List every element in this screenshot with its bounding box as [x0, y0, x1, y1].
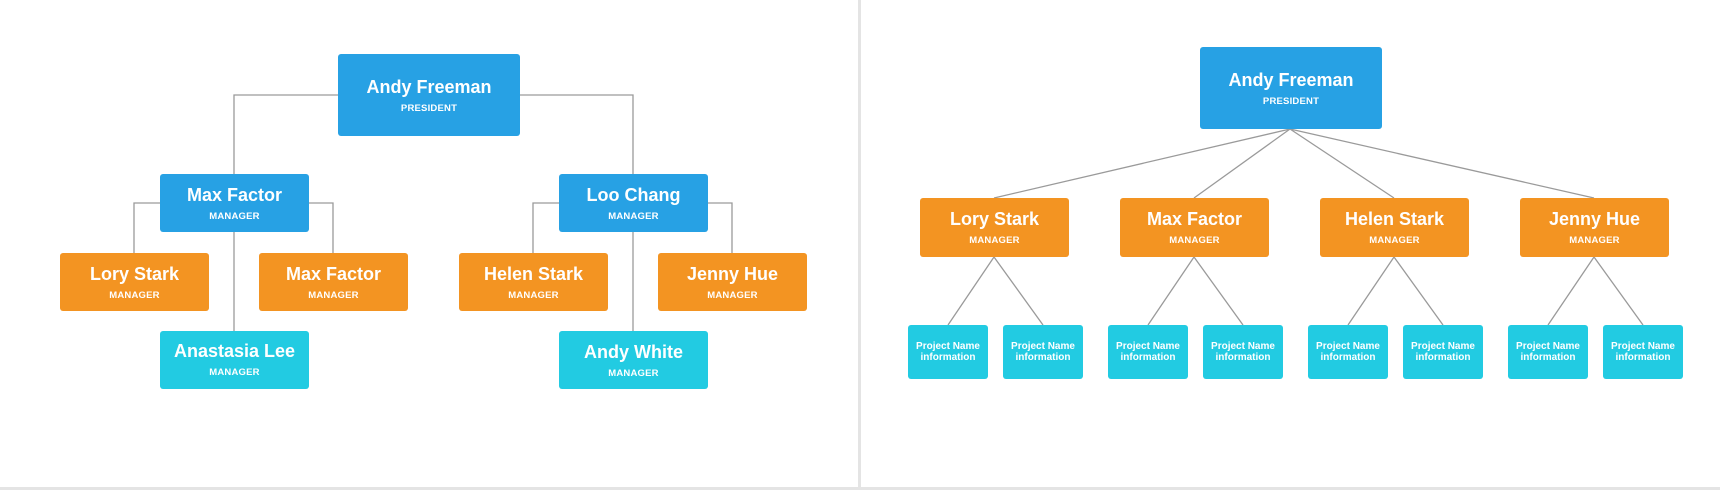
manager-card-jenny-hue: Jenny Hue MANAGER — [1520, 198, 1669, 257]
sub-role: MANAGER — [109, 289, 160, 301]
manager-name: Loo Chang — [586, 184, 681, 205]
president-card: Andy Freeman PRESIDENT — [1200, 47, 1382, 129]
connector-loo-to-jenny — [708, 202, 733, 253]
sub-card-lory-stark: Lory Stark MANAGER — [60, 253, 209, 311]
manager-role: MANAGER — [969, 235, 1020, 246]
manager-role: MANAGER — [1369, 235, 1420, 246]
project-card: Project Name information — [1508, 325, 1588, 379]
manager-card-lory-stark: Lory Stark MANAGER — [920, 198, 1069, 257]
project-text: Project Name information — [1211, 341, 1275, 363]
manager-card-helen-stark: Helen Stark MANAGER — [1320, 198, 1469, 257]
connector-president-to-lory — [993, 128, 1291, 199]
sub-card-jenny-hue: Jenny Hue MANAGER — [658, 253, 807, 311]
sub-card-andy-white: Andy White MANAGER — [559, 331, 708, 389]
sub-card-max-factor: Max Factor MANAGER — [259, 253, 408, 311]
project-card: Project Name information — [1003, 325, 1083, 379]
manager-role: MANAGER — [209, 210, 260, 222]
sub-name: Helen Stark — [483, 263, 584, 284]
connector-loo-to-helen — [532, 202, 559, 253]
president-name: Andy Freeman — [366, 76, 492, 97]
manager-name: Lory Stark — [949, 209, 1040, 229]
project-text: Project Name information — [1516, 341, 1580, 363]
project-card: Project Name information — [1603, 325, 1683, 379]
connector-president-to-jenny — [1289, 128, 1595, 199]
manager-name: Max Factor — [186, 184, 283, 205]
connector-max-to-project-4 — [1193, 256, 1244, 326]
connector-jenny-to-project-8 — [1593, 256, 1644, 326]
connector-president-to-helen — [1289, 128, 1395, 199]
left-connectors — [133, 94, 733, 331]
sub-name: Jenny Hue — [686, 263, 779, 284]
sub-name: Lory Stark — [89, 263, 180, 284]
connector-helen-to-project-6 — [1393, 256, 1444, 326]
sub-name: Max Factor — [285, 263, 382, 284]
connector-max-to-lory — [133, 202, 160, 253]
manager-card-loo-chang: Loo Chang MANAGER — [559, 174, 708, 232]
president-name: Andy Freeman — [1228, 69, 1354, 90]
sub-role: MANAGER — [508, 289, 559, 301]
project-text: Project Name information — [1411, 341, 1475, 363]
project-text: Project Name information — [1316, 341, 1380, 363]
manager-role: MANAGER — [608, 210, 659, 222]
left-org-chart-slide: Andy Freeman PRESIDENT Max Factor MANAGE… — [0, 0, 858, 487]
project-text: Project Name information — [916, 341, 980, 363]
project-card: Project Name information — [1308, 325, 1388, 379]
connector-president-to-loo — [520, 94, 634, 174]
connector-president-to-max — [1193, 128, 1291, 199]
sub-card-helen-stark: Helen Stark MANAGER — [459, 253, 608, 311]
manager-role: MANAGER — [1169, 235, 1220, 246]
project-text: Project Name information — [1611, 341, 1675, 363]
manager-name: Max Factor — [1146, 209, 1243, 229]
connector-lory-to-project-1 — [947, 256, 995, 326]
sub-role: MANAGER — [608, 367, 659, 379]
sub-role: MANAGER — [707, 289, 758, 301]
connector-president-to-max — [233, 94, 338, 174]
connector-lory-to-project-2 — [993, 256, 1044, 326]
manager-card-max-factor: Max Factor MANAGER — [160, 174, 309, 232]
connector-jenny-to-project-7 — [1547, 256, 1595, 326]
sub-name: Andy White — [584, 341, 683, 362]
right-org-chart-slide: Andy Freeman PRESIDENT Lory Stark MANAGE… — [861, 0, 1720, 487]
president-card: Andy Freeman PRESIDENT — [338, 54, 520, 136]
manager-name: Jenny Hue — [1548, 209, 1641, 229]
manager-name: Helen Stark — [1344, 209, 1445, 229]
project-card: Project Name information — [1108, 325, 1188, 379]
manager-card-max-factor: Max Factor MANAGER — [1120, 198, 1269, 257]
president-role: PRESIDENT — [1262, 95, 1320, 107]
connector-max-to-maxfactor — [309, 202, 334, 253]
project-card: Project Name information — [908, 325, 988, 379]
connector-max-to-project-3 — [1147, 256, 1195, 326]
sub-role: MANAGER — [308, 289, 359, 301]
sub-role: MANAGER — [209, 367, 260, 378]
project-card: Project Name information — [1203, 325, 1283, 379]
sub-name: Anastasia Lee — [173, 341, 296, 361]
connector-helen-to-project-5 — [1347, 256, 1395, 326]
right-connectors — [947, 128, 1644, 326]
sub-card-anastasia-lee: Anastasia Lee MANAGER — [160, 331, 309, 389]
president-role: PRESIDENT — [400, 102, 458, 114]
project-text: Project Name information — [1116, 341, 1180, 363]
project-card: Project Name information — [1403, 325, 1483, 379]
project-text: Project Name information — [1011, 341, 1075, 363]
manager-role: MANAGER — [1569, 235, 1620, 246]
